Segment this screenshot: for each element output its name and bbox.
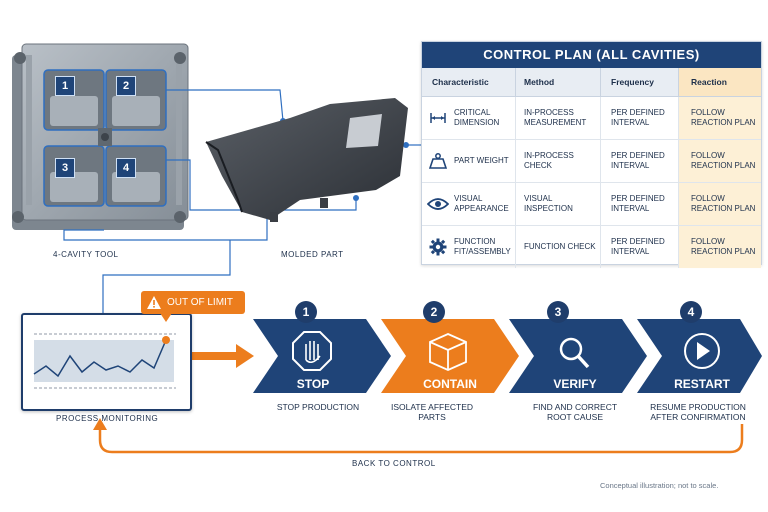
cavity-number: 2 — [116, 76, 136, 96]
step-label-restart: RESTART — [674, 377, 730, 391]
header-characteristic: Characteristic — [422, 68, 516, 96]
row-reaction: Follow Reaction Plan — [679, 226, 761, 268]
row-characteristic: Function Fit/Assembly — [454, 237, 511, 256]
step-label-stop: STOP — [296, 377, 330, 391]
step-label-contain: CONTAIN — [423, 377, 477, 391]
monitor-to-steps-arrow — [190, 344, 254, 368]
step-description: Find and Correct Root Cause — [532, 402, 618, 422]
row-reaction: Follow Reaction Plan — [679, 140, 761, 182]
header-method: Method — [516, 68, 601, 96]
caliper-icon — [422, 112, 454, 124]
header-reaction: Reaction — [679, 68, 761, 96]
row-frequency: Per Defined Interval — [601, 183, 679, 225]
stop-hand-icon — [292, 331, 332, 371]
step-number: 3 — [547, 301, 569, 323]
row-frequency: Per Defined Interval — [601, 140, 679, 182]
weight-icon — [422, 152, 454, 170]
step-description: Isolate Affected Parts — [390, 402, 474, 422]
play-icon — [684, 333, 720, 369]
box-icon — [429, 333, 467, 371]
row-characteristic: Part Weight — [454, 156, 509, 165]
tool-label: 4-Cavity Tool — [53, 250, 119, 259]
control-plan-table: CONTROL PLAN (ALL CAVITIES) Characterist… — [421, 41, 762, 268]
step-number: 1 — [295, 301, 317, 323]
control-plan-title: CONTROL PLAN (ALL CAVITIES) — [422, 42, 761, 68]
step-description: Resume Production after Confirmation — [650, 402, 746, 422]
row-method: Function Check — [516, 226, 601, 268]
connector-lines — [63, 89, 421, 313]
step-chevron-contain — [381, 319, 519, 393]
gear-icon — [422, 238, 454, 256]
molded-part — [205, 98, 408, 222]
alert-text: OUT OF LIMIT — [167, 297, 233, 308]
table-row: Function Fit/Assembly Function Check Per… — [422, 226, 761, 268]
loop-arrowhead — [93, 418, 107, 430]
header-frequency: Frequency — [601, 68, 679, 96]
row-characteristic: Visual Appearance — [454, 194, 509, 213]
row-method: In-Process Measurement — [516, 97, 601, 139]
table-row: Critical Dimension In-Process Measuremen… — [422, 97, 761, 140]
row-method: Visual Inspection — [516, 183, 601, 225]
eye-icon — [422, 197, 454, 211]
row-frequency: Per Defined Interval — [601, 226, 679, 268]
cavity-number: 3 — [55, 158, 75, 178]
warning-icon — [147, 296, 161, 309]
mold-tool — [12, 43, 189, 230]
row-reaction: Follow Reaction Plan — [679, 97, 761, 139]
part-label: Molded Part — [281, 250, 344, 259]
step-number: 2 — [423, 301, 445, 323]
process-monitor — [21, 313, 192, 411]
control-plan-header-row: Characteristic Method Frequency Reaction — [422, 68, 761, 97]
table-row: Visual Appearance Visual Inspection Per … — [422, 183, 761, 226]
magnifier-icon — [559, 337, 590, 369]
back-to-control-label: Back to Control — [352, 459, 436, 468]
step-description: Stop Production — [276, 402, 360, 412]
cavity-number: 1 — [55, 76, 75, 96]
table-row: Part Weight In-Process Check Per Defined… — [422, 140, 761, 183]
out-of-limit-alert: OUT OF LIMIT — [141, 291, 245, 314]
step-chevron-stop — [253, 319, 391, 393]
footnote: Conceptual illustration; not to scale. — [600, 481, 719, 490]
step-number: 4 — [680, 301, 702, 323]
row-frequency: Per Defined Interval — [601, 97, 679, 139]
row-reaction: Follow Reaction Plan — [679, 183, 761, 225]
cavity-number: 4 — [116, 158, 136, 178]
row-characteristic: Critical Dimension — [454, 108, 500, 127]
back-to-control-loop — [98, 424, 744, 454]
row-method: In-Process Check — [516, 140, 601, 182]
monitor-label: Process Monitoring — [56, 414, 159, 423]
step-label-verify: VERIFY — [553, 377, 597, 391]
